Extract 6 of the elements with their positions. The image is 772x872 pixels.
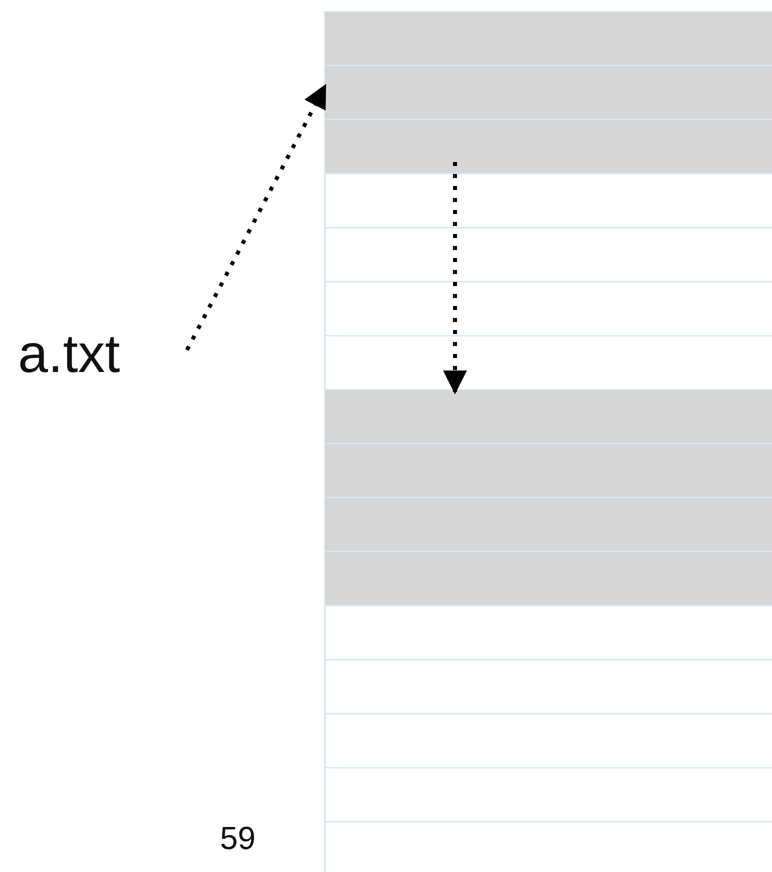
data-block xyxy=(325,390,772,606)
number-label: 59 xyxy=(220,820,256,857)
dotted-arrow xyxy=(185,84,327,351)
data-block xyxy=(325,12,772,174)
file-name-label: a.txt xyxy=(18,318,186,390)
dotted-arrow xyxy=(443,162,467,394)
